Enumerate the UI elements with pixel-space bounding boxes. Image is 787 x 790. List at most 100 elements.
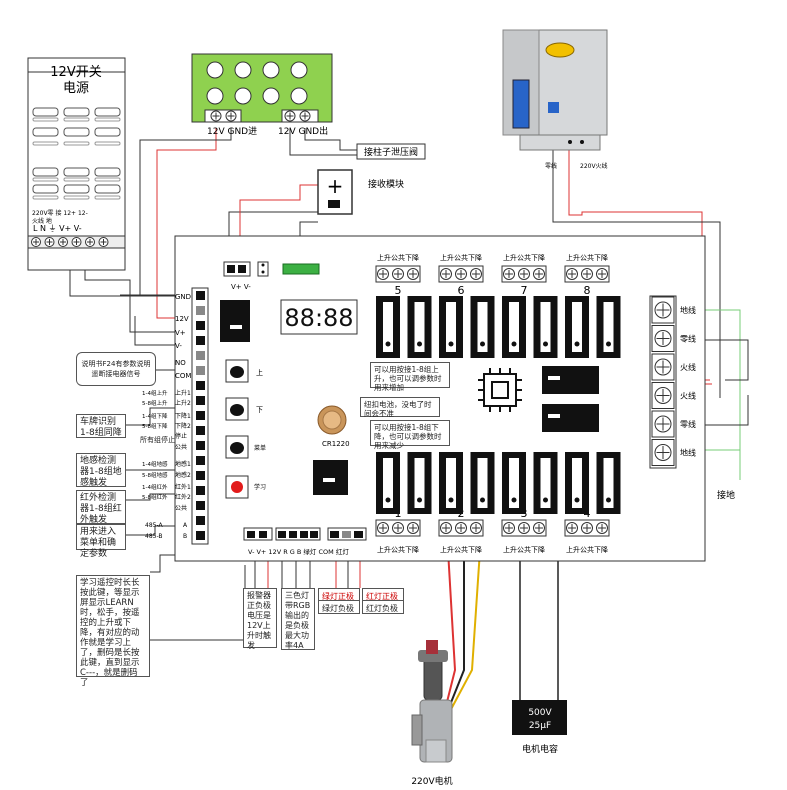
earth-label: 接地 bbox=[717, 489, 735, 501]
terminal-pin bbox=[196, 411, 205, 420]
left-terminal-label: V+ bbox=[175, 329, 186, 337]
vent-slot bbox=[94, 127, 121, 137]
vent-slot bbox=[32, 117, 59, 122]
group-label: 上升公共下降 bbox=[566, 545, 608, 554]
callout-red-neg: 红灯负极 bbox=[362, 600, 404, 614]
rs485-label: 485-A bbox=[145, 522, 163, 529]
vent-slot bbox=[63, 184, 90, 194]
power-terminal-screws bbox=[31, 237, 109, 247]
motor-control-box: 零线 220V火线 bbox=[502, 29, 608, 170]
vent-slot bbox=[94, 195, 121, 200]
left-terminal-label: COM bbox=[175, 372, 191, 380]
terminal-pin bbox=[196, 471, 205, 480]
group-label: 上升公共下降 bbox=[566, 253, 608, 262]
relays-bottom bbox=[376, 452, 621, 514]
ac-terminal-label: 地线 bbox=[680, 448, 696, 458]
receiver-module: + 接收模块 bbox=[317, 169, 404, 215]
terminal-pin bbox=[196, 366, 205, 375]
power-terminal-labels: 220V零 接 12+ 12- bbox=[32, 209, 88, 217]
terminal-pin bbox=[196, 441, 205, 450]
terminal-pin bbox=[196, 306, 205, 315]
valve-hole bbox=[262, 87, 280, 105]
learn-button[interactable] bbox=[225, 475, 249, 499]
group-label: 上升公共下降 bbox=[377, 253, 419, 262]
vent-slot bbox=[94, 117, 121, 122]
left-terminal-label: NO bbox=[175, 359, 186, 367]
ir-terminal-label: 1-4组红外 bbox=[142, 483, 168, 491]
power-vents bbox=[32, 107, 121, 200]
vent-slot bbox=[94, 177, 121, 182]
left-terminal-label: GND bbox=[175, 293, 191, 301]
capacitor-value-1: 500V bbox=[528, 708, 552, 718]
receiver-label: 接收模块 bbox=[368, 178, 404, 190]
left-terminal-label: V- bbox=[175, 342, 182, 350]
callout-down-button: 可以用按接1-8组下降，也可以调参数时用来减少 bbox=[370, 420, 450, 450]
terminal-pin bbox=[196, 456, 205, 465]
vent-slot bbox=[94, 184, 121, 194]
group-terminal-short: 停止 bbox=[175, 432, 187, 440]
vent-slot bbox=[32, 107, 59, 117]
valve-holes bbox=[206, 61, 308, 105]
group-label: 上升公共下降 bbox=[440, 545, 482, 554]
power-terminal-labels-2: 火线 地 bbox=[32, 217, 52, 225]
vent-slot bbox=[94, 167, 121, 177]
bottom-groups: 上升公共下降1上升公共下降2上升公共下降3上升公共下降4 bbox=[375, 507, 610, 554]
vent-slot bbox=[63, 141, 90, 146]
relays-top bbox=[376, 296, 621, 358]
ir-terminal-short: 红外2 bbox=[175, 493, 191, 501]
ground-terminal-label: 1-4组地感 bbox=[142, 460, 168, 468]
valve-hole bbox=[206, 87, 224, 105]
callout-plate: 车牌识别1-8组同降 bbox=[76, 414, 126, 438]
terminal-pin bbox=[196, 501, 205, 510]
group-number: 6 bbox=[458, 284, 465, 297]
up-button[interactable] bbox=[225, 359, 249, 383]
valve-hole bbox=[234, 87, 252, 105]
ac-terminal-label: 零线 bbox=[680, 419, 696, 429]
terminal-pin bbox=[196, 486, 205, 495]
terminal-pin bbox=[196, 291, 205, 300]
rs485-short: B bbox=[183, 533, 187, 540]
down-button[interactable] bbox=[225, 397, 249, 421]
rs485-label: 485-B bbox=[145, 533, 163, 540]
valve-hole bbox=[262, 61, 280, 79]
vent-slot bbox=[63, 117, 90, 122]
callout-ir: 红外检测器1-8组红外触发 bbox=[76, 490, 126, 525]
vent-slot bbox=[63, 195, 90, 200]
motor-live-label: 220V火线 bbox=[580, 162, 608, 170]
vent-slot bbox=[32, 127, 59, 137]
plus-icon: + bbox=[327, 174, 344, 198]
vent-slot bbox=[32, 195, 59, 200]
up-button-label: 上 bbox=[256, 368, 263, 377]
group-number: 5 bbox=[395, 284, 402, 297]
callout-ground: 地感检测器1-8组地感触发 bbox=[76, 453, 126, 488]
battery-label: CR1220 bbox=[322, 440, 350, 448]
capacitor-value-2: 25μF bbox=[529, 721, 551, 731]
terminal-pin bbox=[196, 516, 205, 525]
vv-label: V+ V- bbox=[231, 283, 251, 291]
vent-slot bbox=[94, 107, 121, 117]
group-number: 8 bbox=[584, 284, 591, 297]
vent-slot bbox=[63, 107, 90, 117]
ac-terminal-label: 零线 bbox=[680, 334, 696, 344]
terminal-pin bbox=[196, 336, 205, 345]
menu-button[interactable] bbox=[225, 435, 249, 459]
motor-capacitor: 500V 25μF 电机电容 bbox=[512, 700, 567, 755]
terminal-pin bbox=[196, 426, 205, 435]
callout-learn: 学习遥控时长长按此键，等显示屏显示LEARN时，松手，按遥控的上升或下降，有对应… bbox=[76, 575, 150, 688]
vent-slot bbox=[63, 177, 90, 182]
power-title-2: 电源 bbox=[63, 81, 89, 96]
valve-hole bbox=[290, 87, 308, 105]
chip-icon bbox=[478, 368, 522, 412]
group-label: 上升公共下降 bbox=[377, 545, 419, 554]
terminal-pin bbox=[196, 321, 205, 330]
ground-terminal-short: 地感2 bbox=[175, 471, 191, 479]
main-board: V+ V- GND12VV+V-NOCOM上升1上升2下降1下降2停止公共1-4… bbox=[142, 235, 706, 562]
vent-slot bbox=[32, 184, 59, 194]
group-terminal-short: 下降2 bbox=[175, 422, 191, 430]
power-title-1: 12V开关 bbox=[50, 65, 101, 80]
group-terminal-label: 5-8组上升 bbox=[142, 399, 168, 407]
capacitor-label: 电机电容 bbox=[522, 743, 558, 755]
callout-up-button: 可以用按接1-8组上升，也可以调参数时用来增加 bbox=[370, 362, 450, 392]
